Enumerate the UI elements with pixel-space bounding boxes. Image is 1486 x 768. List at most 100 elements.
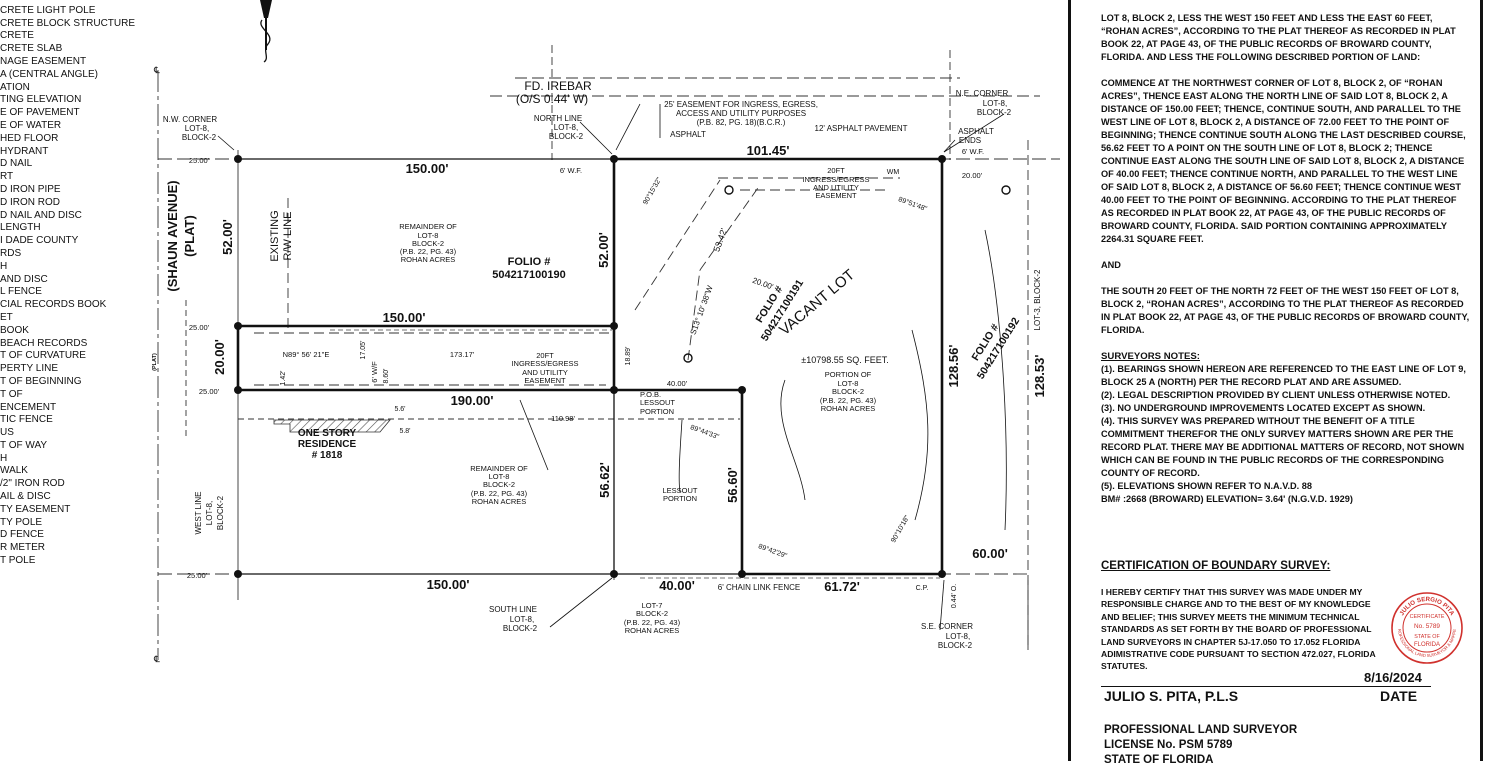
legal-paragraph-2: COMMENCE AT THE NORTHWEST CORNER OF LOT … bbox=[1101, 78, 1466, 244]
plan-label-chain_link: 6' CHAIN LINK FENCE bbox=[718, 583, 800, 592]
legend-item: RDS bbox=[0, 247, 22, 259]
legend-item: D FENCE bbox=[0, 529, 44, 541]
certification-text: I HEREBY CERTIFY THAT THIS SURVEY WAS MA… bbox=[1101, 587, 1376, 672]
plan-label-lot7-1: BLOCK-2 bbox=[636, 609, 668, 618]
legend-item: LENGTH bbox=[0, 222, 41, 234]
plan-label-street_plat: (PLAT) bbox=[152, 353, 158, 371]
plan-label-folio_left-1: 504217100190 bbox=[492, 269, 565, 281]
plan-label-dims-d110: 110.98' bbox=[551, 414, 575, 423]
legend-item: CRETE bbox=[0, 30, 34, 42]
plan-label-residence-2: # 1818 bbox=[312, 450, 343, 461]
plan-label-pob-0: P.O.B. bbox=[640, 390, 661, 399]
plan-label-residence-1: RESIDENCE bbox=[298, 439, 357, 450]
plan-label-remainder_top-2: BLOCK-2 bbox=[412, 239, 444, 248]
plan-label-se_corner-2: BLOCK-2 bbox=[938, 641, 973, 650]
plan-label-dims-d25_b: 25.00' bbox=[189, 323, 210, 332]
legend-item: L FENCE bbox=[0, 286, 42, 298]
legend-item: ENCEMENT bbox=[0, 401, 57, 413]
legend-item: TY EASEMENT bbox=[0, 503, 71, 515]
legend-item: TING ELEVATION bbox=[0, 94, 82, 106]
legend-item: AIL & DISC bbox=[0, 491, 51, 503]
sheet-divider bbox=[1068, 0, 1071, 761]
legend-item: HYDRANT bbox=[0, 145, 49, 157]
license-number: LICENSE No. PSM 5789 bbox=[1104, 739, 1233, 751]
plan-label-wm: WM bbox=[887, 169, 900, 176]
legend-item: CRETE SLAB bbox=[0, 43, 63, 55]
plan-label-ingress_top-3: EASEMENT bbox=[815, 191, 857, 200]
plan-label-dims-d40_small: 40.00' bbox=[667, 379, 688, 388]
plan-label-dims-d20_left: 20.00' bbox=[212, 339, 227, 375]
legend-item: CRETE BLOCK STRUCTURE bbox=[0, 17, 136, 29]
plan-label-north_line-2: BLOCK-2 bbox=[549, 132, 584, 141]
legal-description: LOT 8, BLOCK 2, LESS THE WEST 150 FEET A… bbox=[1101, 12, 1471, 506]
plan-label-ingress_left-0: 20FT bbox=[536, 351, 554, 360]
certification-title: CERTIFICATION OF BOUNDARY SURVEY: bbox=[1101, 560, 1331, 572]
plan-label-pob-2: PORTION bbox=[640, 407, 674, 416]
legend-item: T OF bbox=[0, 388, 23, 400]
plan-label-remainder_top-4: ROHAN ACRES bbox=[401, 255, 456, 264]
legend-item: D NAIL bbox=[0, 158, 33, 170]
plan-label-dims-d150_top: 150.00' bbox=[406, 161, 449, 176]
plan-label-dims-d6wf_c: 6' W/F bbox=[370, 361, 379, 383]
legal-paragraph-1: LOT 8, BLOCK 2, LESS THE WEST 150 FEET A… bbox=[1101, 13, 1456, 62]
seal-number: No. 5789 bbox=[1414, 623, 1440, 630]
surveyor-seal: JULIO SERGIO PITA PROFESSIONAL LAND SURV… bbox=[1390, 591, 1463, 664]
legend-item: ET bbox=[0, 311, 13, 323]
surveyor-notes: SURVEYORS NOTES: (1). BEARINGS SHOWN HER… bbox=[1101, 350, 1471, 506]
plan-label-asphalt: ASPHALT bbox=[670, 130, 706, 139]
plan-label-remainder_bottom-2: BLOCK-2 bbox=[483, 480, 515, 489]
plan-label-dims-d150_mid: 150.00' bbox=[383, 310, 426, 325]
surveyor-name: JULIO S. PITA, P.L.S bbox=[1104, 688, 1239, 704]
plan-label-pob-1: LESSOUT bbox=[640, 398, 675, 407]
plan-label-remainder_top-1: LOT-8 bbox=[418, 231, 439, 240]
plan-label-lot7-0: LOT-7 bbox=[642, 601, 663, 610]
plan-label-nw_corner-1: LOT-8, bbox=[185, 124, 209, 133]
plan-label-asphalt_ends1: ASPHALT bbox=[958, 127, 994, 136]
plan-label-dims-d56_60: 56.60' bbox=[725, 467, 740, 503]
plan-label-existing_rw: EXISTING bbox=[269, 210, 281, 261]
plan-label-ne_corner-1: LOT-8, bbox=[983, 99, 1007, 108]
legend-item: WALK bbox=[0, 465, 28, 477]
plan-label-ingress_left-2: AND UTILITY bbox=[522, 368, 568, 377]
legend-item: E OF WATER bbox=[0, 119, 62, 131]
plan-label-south_line-1: LOT-8, bbox=[510, 615, 534, 624]
legend-item: BOOK bbox=[0, 324, 29, 336]
legend-item: HED FLOOR bbox=[0, 132, 59, 144]
plan-label-dims-d1_42: 1.42' bbox=[280, 371, 287, 386]
legend-item: TIC FENCE bbox=[0, 414, 53, 426]
plan-label-dims-d61: 61.72' bbox=[824, 579, 860, 594]
legend-item: I DADE COUNTY bbox=[0, 235, 79, 247]
plan-label-easement_note2: ACCESS AND UTILITY PURPOSES bbox=[676, 109, 806, 118]
plan-label-north_line-1: LOT-8, bbox=[554, 123, 578, 132]
plan-label-existing_rw2: R/W LINE bbox=[282, 212, 294, 261]
plan-label-remainder_bottom-3: (P.B. 22, PG. 43) bbox=[471, 489, 528, 498]
legend-item: T OF BEGINNING bbox=[0, 375, 82, 387]
surveyor-notes-title: SURVEYORS NOTES: bbox=[1101, 351, 1200, 362]
centerline-symbols: ℄℄ bbox=[153, 65, 160, 664]
plan-label-fd_irebar: FD. IREBAR bbox=[524, 79, 592, 93]
plan-label-lessout-0: LESSOUT bbox=[662, 486, 697, 495]
plan-label-lessout-1: PORTION bbox=[663, 494, 697, 503]
fence-lines bbox=[330, 329, 940, 579]
plan-label-easement_note3: (P.B. 82, PG. 18)(B.C.R.) bbox=[697, 118, 786, 127]
surveyor-note: (2). LEGAL DESCRIPTION PROVIDED BY CLIEN… bbox=[1101, 390, 1451, 400]
plan-label-ingress_top-1: INGRESS/EGRESS bbox=[802, 175, 869, 184]
legend-item: CIAL RECORDS BOOK bbox=[0, 299, 107, 311]
plan-label-dims-d128_56: 128.56' bbox=[946, 345, 961, 388]
plan-label-west_line-1: LOT-8, bbox=[205, 501, 214, 525]
legend-item: H bbox=[0, 260, 8, 272]
legend-item: PERTY LINE bbox=[0, 363, 58, 375]
plan-label-portion-1: LOT-8 bbox=[838, 379, 859, 388]
legend-item: US bbox=[0, 427, 14, 439]
plan-label-dims-d40_bot: 40.00' bbox=[659, 578, 695, 593]
legal-paragraph-3: THE SOUTH 20 FEET OF THE NORTH 72 FEET O… bbox=[1101, 286, 1470, 335]
plan-label-lot3: LOT-3, BLOCK-2 bbox=[1033, 269, 1042, 330]
surveyor-note: (5). ELEVATIONS SHOWN REFER TO N.A.V.D. … bbox=[1101, 481, 1312, 491]
plan-label-south_line-2: BLOCK-2 bbox=[503, 624, 538, 633]
plan-label-south_line-0: SOUTH LINE bbox=[489, 605, 537, 614]
plan-label-remainder_bottom-0: REMAINDER OF bbox=[470, 464, 528, 473]
plan-label-west_line-0: WEST LINE bbox=[194, 492, 203, 535]
svg-text:℄: ℄ bbox=[153, 65, 160, 75]
date-label: DATE bbox=[1380, 688, 1418, 704]
